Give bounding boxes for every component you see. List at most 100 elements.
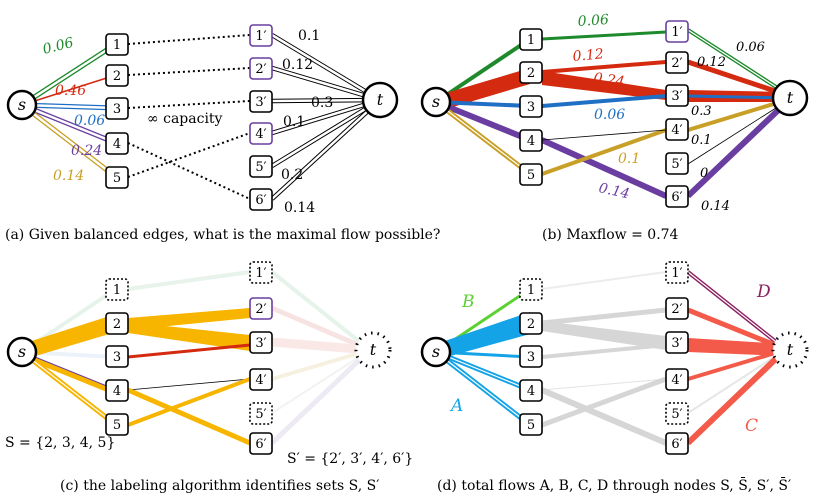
- c-node-s-label: s: [18, 342, 26, 361]
- panel-a: 0.06 0.46 0.06 0.24 0.14 ∞ capacity 0.1 …: [5, 24, 440, 243]
- node-5p: [249, 155, 273, 178]
- d-node-s-label: s: [432, 342, 440, 361]
- c-node-2-label: 2: [113, 317, 121, 332]
- d-node-6p-label: 6′: [671, 437, 682, 452]
- caption-c: (c) the labeling algorithm identifies se…: [60, 478, 379, 494]
- panel-d: A B C D s t 1 2 3 4 5 1′ 2′ 3′ 4′: [420, 261, 809, 494]
- node-4-label: 4: [113, 137, 121, 152]
- flow-label-b: B: [461, 292, 475, 312]
- flow-label-d: D: [756, 282, 771, 302]
- b-flow-2: 0.12: [572, 46, 605, 65]
- set-sp-label: S′ = {2′, 3′, 4′, 6′}: [287, 451, 413, 467]
- b-label-t6: 0.14: [701, 199, 730, 214]
- c-node-4p-label: 4′: [255, 373, 266, 388]
- a-label-t4: 0.1: [283, 114, 305, 130]
- flow-label-a: A: [449, 396, 463, 416]
- d-node-5-label: 5: [527, 418, 535, 433]
- b-flow-1: 0.06: [577, 12, 609, 30]
- c-node-1-label: 1: [113, 283, 121, 298]
- b-flow-6: 0.14: [597, 180, 631, 202]
- node-2p-label: 2′: [255, 62, 266, 77]
- b-label-t2: 0.12: [697, 55, 726, 70]
- b-node-1p-label: 1′: [671, 25, 682, 40]
- b-node-2-label: 2: [527, 66, 535, 81]
- node-5-label: 5: [113, 171, 121, 186]
- panel-d-nodes: s t 1 2 3 4 5 1′ 2′ 3′ 4′ 5′ 6′: [420, 261, 809, 455]
- node-6p: [249, 188, 273, 211]
- b-flow-3: 0.24: [592, 70, 625, 90]
- node-2-label: 2: [113, 69, 121, 84]
- panel-c-edges: [20, 270, 372, 446]
- panel-a-nodes: s t 1 2 3 4 5 1′ 2′ 3′ 4′ 5′ 6′: [6, 24, 399, 211]
- infinity-label: ∞ capacity: [147, 111, 223, 127]
- node-5: [105, 166, 129, 189]
- node-2: [105, 64, 129, 87]
- panel-c-nodes: s t 1 2 3 4 5 1′ 2′ 3′ 4′ 5′ 6′: [6, 261, 392, 455]
- b-node-s-label: s: [432, 92, 440, 111]
- node-6p-label: 6′: [255, 193, 266, 208]
- node-3p: [249, 90, 273, 113]
- d-node-2p-label: 2′: [671, 302, 682, 317]
- flow-label-c: C: [745, 416, 758, 436]
- panel-d-edges: [434, 270, 788, 446]
- d-node-5p-label: 5′: [671, 407, 682, 422]
- node-4p: [249, 122, 273, 145]
- node-4p-label: 4′: [255, 127, 266, 142]
- d-node-t-label: t: [787, 340, 794, 359]
- node-4: [105, 132, 129, 155]
- c-node-5-label: 5: [113, 418, 121, 433]
- d-node-1-label: 1: [527, 283, 535, 298]
- b-node-6p-label: 6′: [671, 190, 682, 205]
- caption-a: (a) Given balanced edges, what is the ma…: [5, 227, 440, 243]
- c-node-2p-label: 2′: [255, 302, 266, 317]
- edge-s-2: [21, 74, 117, 106]
- a-label-t1: 0.1: [298, 28, 320, 44]
- d-node-3-label: 3: [527, 350, 535, 365]
- a-label-t3: 0.3: [311, 95, 333, 111]
- b-label-t1: 0.06: [736, 40, 765, 55]
- a-label-s1: 0.06: [41, 35, 75, 58]
- b-node-1-label: 1: [527, 33, 535, 48]
- b-flow-4: 0.06: [594, 107, 625, 123]
- a-label-s2: 0.46: [55, 83, 86, 99]
- a-label-t2: 0.12: [282, 57, 313, 73]
- panel-b-nodes: s t 1 2 3 4 5 1′ 2′ 3′ 4′ 5′ 6′: [420, 20, 809, 208]
- node-s: [6, 89, 38, 121]
- node-3p-label: 3′: [255, 95, 266, 110]
- b-flow-5: 0.1: [618, 151, 640, 167]
- infinity-edges: [127, 34, 251, 200]
- node-t: [361, 81, 399, 119]
- c-node-5p-label: 5′: [255, 407, 266, 422]
- caption-d: (d) total flows A, B, C, D through nodes…: [437, 476, 791, 494]
- a-label-t5: 0.2: [281, 167, 303, 183]
- panel-b: 0.06 0.12 0.24 0.06 0.1 0.14 0.06 0.12 0…: [420, 12, 809, 243]
- d-node-4p-label: 4′: [671, 373, 682, 388]
- caption-b: (b) Maxflow = 0.74: [542, 227, 679, 243]
- d-node-1p-label: 1′: [671, 266, 682, 281]
- b-node-2p-label: 2′: [671, 56, 682, 71]
- c-node-3p-label: 3′: [255, 336, 266, 351]
- node-t-label: t: [377, 90, 384, 109]
- b-node-t-label: t: [787, 88, 794, 107]
- b-node-5-label: 5: [527, 168, 535, 183]
- a-label-s4: 0.24: [71, 143, 102, 159]
- node-5p-label: 5′: [255, 160, 266, 175]
- b-label-t4: 0.1: [691, 133, 712, 148]
- node-1-label: 1: [113, 38, 121, 53]
- node-1: [105, 33, 129, 56]
- b-node-4-label: 4: [527, 134, 535, 149]
- node-s-label: s: [18, 95, 26, 114]
- b-node-5p-label: 5′: [671, 157, 682, 172]
- a-label-s3: 0.06: [74, 113, 105, 129]
- set-s-label: S = {2, 3, 4, 5}: [5, 435, 115, 451]
- c-node-t-label: t: [370, 340, 377, 359]
- b-node-3p-label: 3′: [671, 89, 682, 104]
- node-3: [105, 97, 129, 120]
- b-label-t5: 0: [700, 166, 708, 181]
- b-node-3-label: 3: [527, 100, 535, 115]
- c-node-6p-label: 6′: [255, 437, 266, 452]
- c-node-3-label: 3: [113, 350, 121, 365]
- panel-c: S = {2, 3, 4, 5} S′ = {2′, 3′, 4′, 6′} s…: [5, 261, 413, 494]
- a-label-s5: 0.14: [53, 168, 84, 184]
